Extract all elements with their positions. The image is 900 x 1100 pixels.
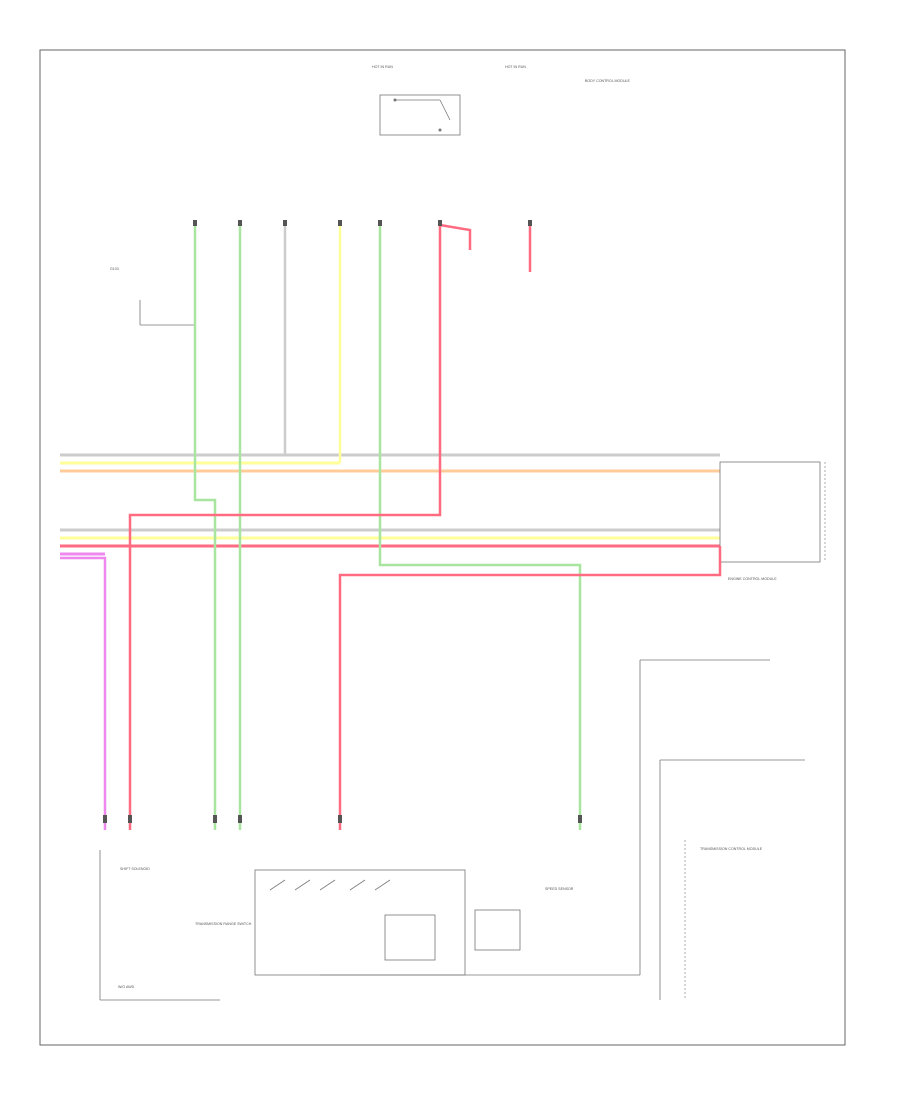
bus-bottom (60, 528, 720, 556)
relay-box: HOT IN RUN HOT IN RUN BODY CONTROL MODUL… (372, 65, 631, 136)
hot-in-run-label-1: HOT IN RUN (372, 65, 393, 69)
ecm-label: ENGINE CONTROL MODULE (728, 577, 777, 581)
diagram-frame (39, 49, 846, 1046)
ecm-connector: ENGINE CONTROL MODULE (719, 461, 826, 581)
shift-solenoid-label: SHIFT SOLENOID (120, 867, 150, 871)
vertical-wires (60, 223, 722, 830)
body-control-label: BODY CONTROL MODULE (585, 79, 631, 83)
speed-sensor-label: SPEED SENSOR (545, 887, 574, 891)
hot-in-run-label-2: HOT IN RUN (505, 65, 526, 69)
ground-symbol: G103 (110, 267, 195, 326)
range-switch-label: TRANSMISSION RANGE SWITCH (195, 922, 252, 926)
switch-contacts (269, 879, 521, 961)
bus-top (60, 453, 720, 473)
footer-label: W/O AWD (118, 985, 135, 989)
tcm-section: SHIFT SOLENOID TRANSMISSION RANGE SWITCH… (99, 659, 805, 1001)
ground-label: G103 (110, 267, 119, 271)
tcm-label: TRANSMISSION CONTROL MODULE (700, 847, 763, 851)
connector-studs (103, 220, 582, 823)
